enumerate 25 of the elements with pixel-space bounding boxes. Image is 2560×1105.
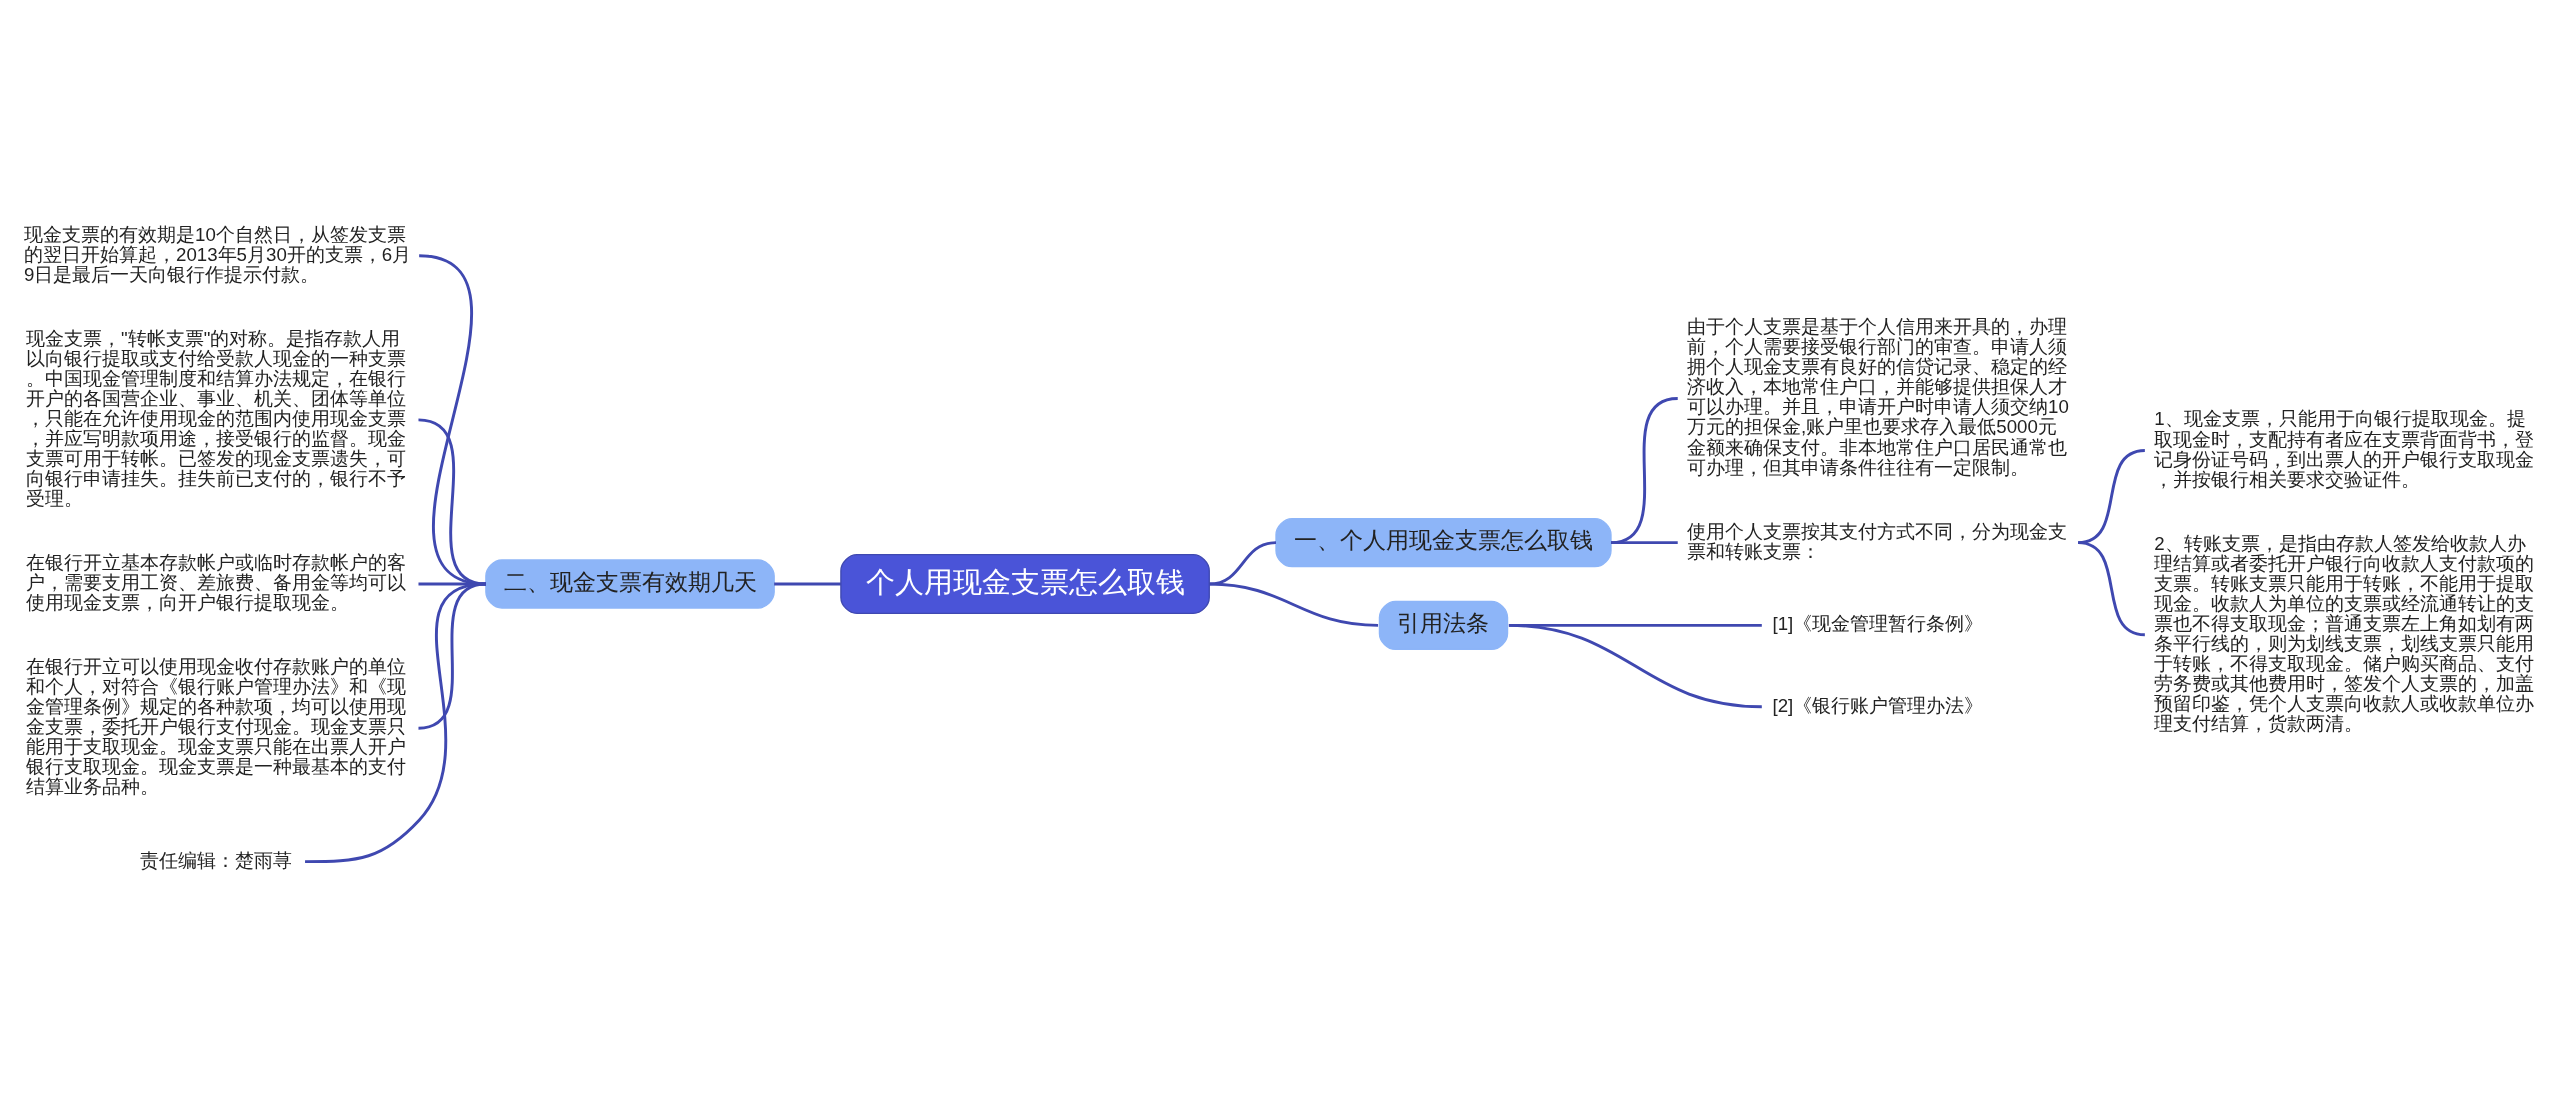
- node-box: 二、现金支票有效期几天: [485, 558, 775, 609]
- node-text: 由于个人支票是基于个人信用来开具的，办理前，个人需要接受银行部门的审查。申请人须拥个人现金支票有良好的信贷记录、稳定的经济收入，本地常住户口，并能够提供担保人才可以办理。并且，申请开户时申请人须交纳10万元的担保金,账户里也要求存入最低5000元金额来确保支付。非本地常住户口居民通常也可办理，但其申请条件往往有一定限制。: [1687, 315, 2069, 478]
- node-box: 引用法条: [1378, 600, 1509, 650]
- connector: [1209, 582, 1379, 627]
- node-text: 现金支票，"转帐支票"的对称。是指存款人用以向银行提取或支付给受款人现金的一种支票。中国现金管理制度和结算办法规定，在银行开户的各国营企业、事业、机关、团体等单位，只能在允许使用现金的范围内使用现金支票，并应写明款项用途，接受银行的监督。现金支票可用于转帐。已签发的现金支票遗失，可向银行申请挂失。挂失前已支付的，银行不予受理。: [26, 327, 407, 509]
- node-box: 一、个人用现金支票怎么取钱: [1275, 517, 1612, 567]
- connector: [774, 582, 841, 585]
- connector: [1610, 396, 1678, 544]
- node-text: 1、现金支票，只能用于向银行提取现金。提取现金时，支配持有者应在支票背面背书，登记身份证号码，到出票人的开户银行支取现金，并按银行相关要求交验证件。: [2154, 407, 2535, 490]
- connector: [1508, 623, 1762, 708]
- node-text: 责任编辑：楚雨荨: [140, 849, 293, 871]
- node-text: [2]《银行账户管理办法》: [1772, 694, 1984, 716]
- connector: [305, 582, 487, 863]
- node-text: 在银行开立基本存款帐户或临时存款帐户的客户，需要支用工资、差旅费、备用金等均可以使用现金支票，向开户银行提取现金。: [26, 551, 407, 613]
- connector: [1611, 540, 1678, 544]
- node-text: 使用个人支票按其支付方式不同，分为现金支票和转账支票：: [1687, 520, 2068, 562]
- node-text: [1]《现金管理暂行条例》: [1772, 612, 1984, 634]
- connector: [2077, 540, 2146, 636]
- connector: [418, 417, 487, 585]
- node-text: 现金支票的有效期是10个自然日，从签发支票的翌日开始算起，2013年5月30开的支票，6月9日是最后一天向银行作提示付款。: [24, 223, 412, 285]
- node-text: 在银行开立可以使用现金收付存款账户的单位和个人，对符合《银行账户管理办法》和《现金管理条例》规定的各种款项，均可以使用现金支票，委托开户银行支付现金。现金支票只能用于支取现金。现金支票只能在出票人开户银行支取现金。现金支票是一种最基本的支付结算业务品种。: [26, 655, 407, 797]
- connector: [1209, 540, 1277, 585]
- connector: [418, 253, 487, 585]
- node-text: 2、转账支票，是指由存款人签发给收款人办理结算或者委托开户银行向收款人支付款项的支票。转账支票只能用于转账，不能用于提取现金。收款人为单位的支票或经流通转让的支票也不得支取现金；普通支票左上角如划有两条平行线的，则为划线支票，划线支票只能用于转账，不得支取现金。储户购买商品、支付劳务费或其他费用时，签发个人支票的，加盖预留印鉴，凭个人支票向收款人或收款单位办理支付结算，货款两清。: [2154, 532, 2535, 734]
- node-box: 个人用现金支票怎么取钱: [840, 553, 1210, 614]
